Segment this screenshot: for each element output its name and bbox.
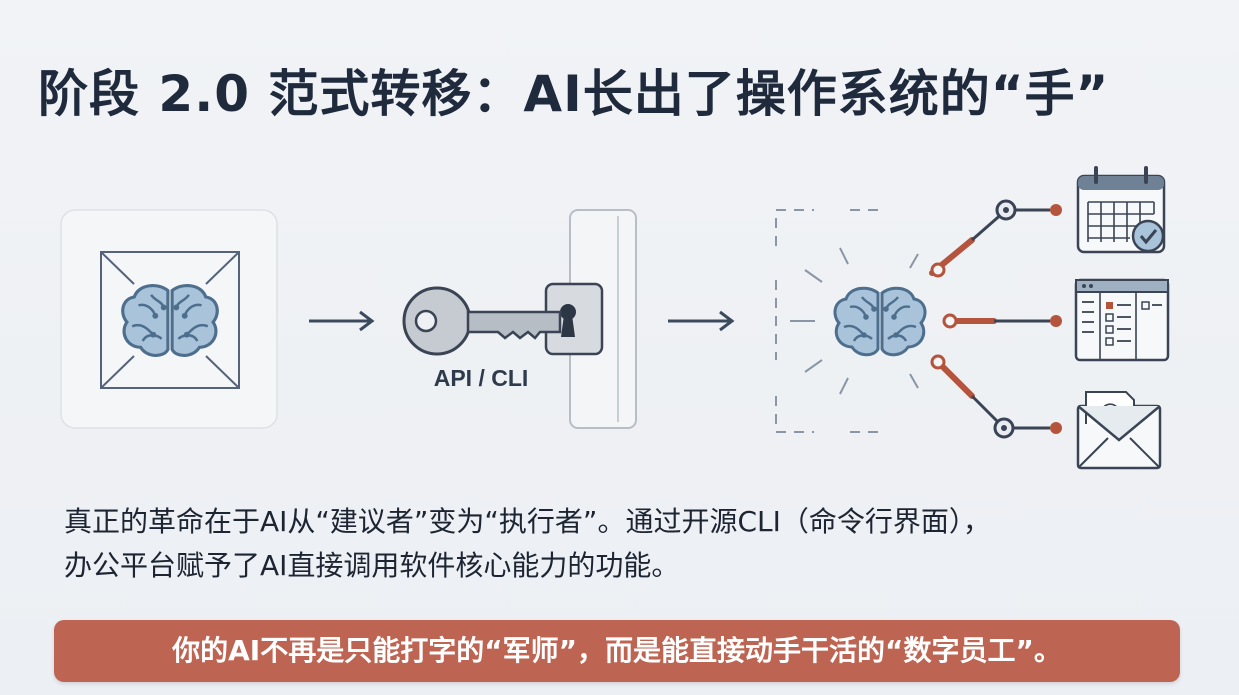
keyhole-icon [544,282,604,356]
banner-text: 你的AI不再是只能打字的“军师”，而是能直接动手干活的“数字员工”。 [172,634,1062,667]
brain-icon [833,286,927,357]
page-title: 阶段 2.0 范式转移：AI长出了操作系统的“手” [38,65,1110,123]
arrow-right-icon [309,310,375,332]
diagram: API / CLI [60,166,1170,470]
email-icon: @ [1076,391,1162,470]
caption-line-1: 真正的革命在于AI从“建议者”变为“执行者”。通过开源CLI（命令行界面）， [64,505,991,538]
brain-card [60,209,278,429]
active-brain [775,209,927,433]
key-icon [402,286,562,356]
arrow-right-icon [668,310,735,332]
connector-top [929,199,1062,278]
highlight-banner: 你的AI不再是只能打字的“军师”，而是能直接动手干活的“数字员工”。 [54,620,1180,682]
calendar-icon [1076,166,1166,254]
task-board-icon [1074,278,1170,362]
caption-line-2: 办公平台赋予了AI直接调用软件核心能力的功能。 [64,549,680,582]
connector-middle [942,313,1062,329]
caption: 真正的革命在于AI从“建议者”变为“执行者”。通过开源CLI（命令行界面）， 办… [64,500,1204,588]
connector-bottom [930,354,1062,439]
api-cli-label: API / CLI [434,365,529,391]
